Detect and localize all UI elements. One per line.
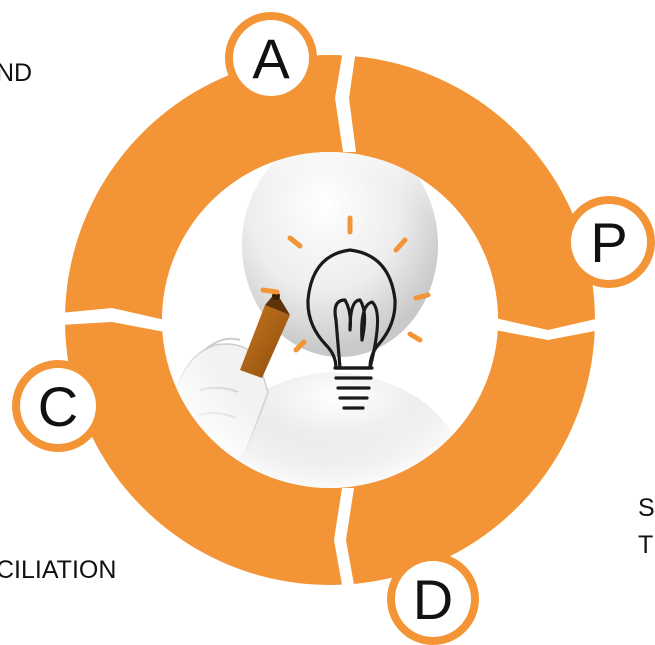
segment-separators (60, 50, 600, 596)
center-illustration (162, 152, 498, 488)
badge-c: C (12, 360, 104, 452)
badge-p-letter: P (590, 211, 627, 274)
label-top-left: ND (0, 59, 33, 87)
badge-d-letter: D (413, 568, 453, 631)
badge-c-letter: C (38, 375, 78, 438)
cycle-ring (64, 55, 595, 585)
badge-p: P (563, 196, 655, 288)
label-right-line1: S (638, 494, 655, 522)
badge-a: A (225, 12, 317, 104)
badge-d: D (387, 553, 479, 645)
label-right-line2: T (638, 531, 654, 559)
label-bottom-left: CILIATION (0, 556, 117, 584)
badge-a-letter: A (252, 27, 290, 90)
